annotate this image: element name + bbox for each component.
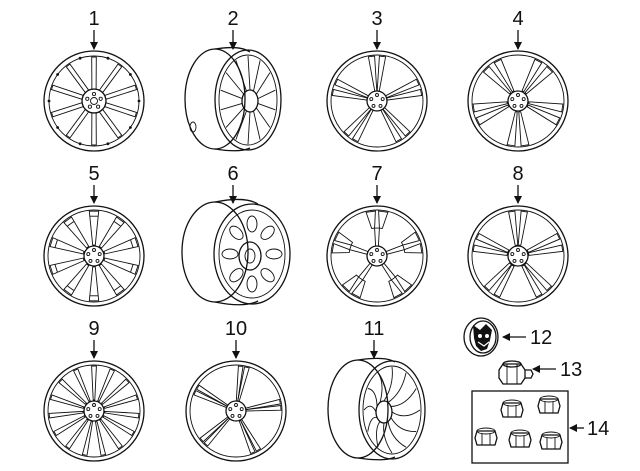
wheel-1 (43, 50, 145, 152)
callout-7: 7 (371, 163, 382, 185)
wheel-6-slots (221, 215, 283, 293)
wheel-9 (43, 360, 145, 462)
lock-nut-5 (539, 431, 563, 450)
wheel-6 (181, 198, 291, 306)
lug-nut (498, 360, 534, 385)
wheel-9-group[interactable]: 9 (43, 318, 145, 462)
lock-nut-1 (500, 399, 524, 418)
callout-13: 13 (560, 359, 582, 381)
wheel-7-spokes (331, 210, 423, 299)
callout-10: 10 (225, 318, 247, 340)
wheel-2 (184, 46, 282, 152)
wheel-11 (327, 357, 426, 461)
center-cap (463, 317, 499, 357)
callout-1: 1 (88, 8, 99, 30)
callout-11: 11 (364, 318, 385, 340)
wheel-7 (326, 205, 428, 307)
callout-4: 4 (512, 8, 523, 30)
wheel-3-group[interactable]: 3 (326, 8, 428, 152)
callout-9: 9 (88, 318, 99, 340)
wheel-3-spokes (331, 55, 423, 143)
callout-2: 2 (227, 8, 238, 30)
wheel-5-group[interactable]: 5 (43, 163, 145, 307)
wheel-7-group[interactable]: 7 (326, 163, 428, 307)
wheel-10 (185, 360, 287, 462)
wheel-10-group[interactable]: 10 (185, 318, 287, 462)
wheel-11-spokes (363, 366, 421, 454)
wheel-6-group[interactable]: 6 (181, 163, 291, 306)
wheel-2-spokes (220, 55, 276, 145)
lock-nut-2 (537, 395, 561, 414)
wheel-10-spokes (193, 365, 282, 455)
wheel-5 (43, 205, 145, 307)
wheel-4-group[interactable]: 4 (467, 8, 569, 152)
wheel-11-group[interactable]: 11 (327, 318, 426, 461)
part-14-group[interactable]: 14 (471, 390, 609, 464)
wheel-3 (326, 50, 428, 152)
callout-8: 8 (512, 163, 523, 185)
callout-6: 6 (227, 163, 238, 185)
callout-3: 3 (371, 8, 382, 30)
wheel-2-group[interactable]: 2 (184, 8, 282, 152)
part-12-group[interactable]: 12 (463, 317, 552, 357)
wheel-8-spokes (472, 210, 564, 298)
lock-nut-set (474, 395, 563, 450)
part-13-group[interactable]: 13 (498, 359, 582, 385)
callout-5: 5 (88, 163, 99, 185)
wheel-4 (467, 50, 569, 152)
wheel-9-spokes (48, 365, 140, 456)
callout-14: 14 (587, 418, 609, 440)
wheel-8 (467, 205, 569, 307)
lock-nut-4 (508, 429, 532, 448)
wheel-5-spokes (49, 210, 139, 302)
lock-nut-set-box (471, 390, 569, 464)
wheel-4-spokes (472, 58, 564, 147)
wheel-8-group[interactable]: 8 (467, 163, 569, 307)
callout-12: 12 (530, 327, 552, 349)
lock-nut-3 (474, 427, 498, 446)
wheel-1-group[interactable]: 1 (43, 8, 145, 152)
